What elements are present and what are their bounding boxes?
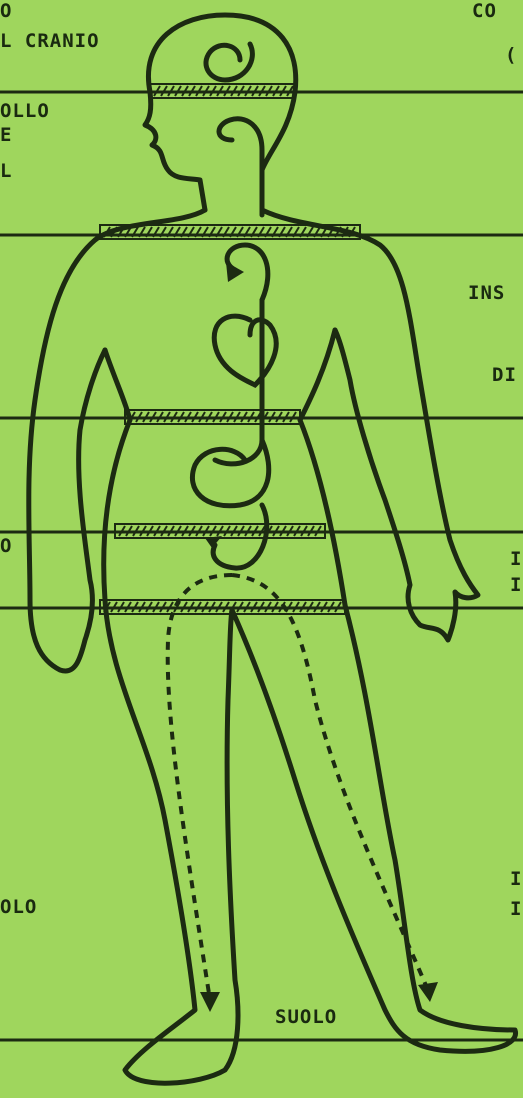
label-right-low-1: I xyxy=(510,868,522,890)
label-top-right-2: ( xyxy=(505,44,517,66)
arrowhead-right-foot xyxy=(418,982,438,1002)
label-ins: INS xyxy=(468,282,505,304)
energy-flow xyxy=(192,44,276,568)
label-cranio: L CRANIO xyxy=(0,30,100,52)
right-torso-side xyxy=(300,330,345,605)
face-profile xyxy=(145,92,205,210)
label-right-mid-2: I xyxy=(510,574,522,596)
left-leg-outline xyxy=(105,600,238,1083)
label-right-mid-1: I xyxy=(510,548,522,570)
label-top-right: CO xyxy=(472,0,497,22)
label-collo-line3: L xyxy=(0,160,12,182)
neck-spiral xyxy=(219,119,262,215)
label-top-left: O xyxy=(0,0,12,22)
arrowhead-left-foot xyxy=(200,992,220,1012)
label-collo-line2: E xyxy=(0,124,12,146)
label-right-low-2: I xyxy=(510,898,522,920)
label-left-low: OLO xyxy=(0,896,37,918)
dashed-path-left-leg xyxy=(168,575,232,1000)
level-lines xyxy=(0,92,523,1040)
hatched-bands xyxy=(100,84,360,614)
arrowhead-chest xyxy=(226,262,244,282)
right-leg-outline xyxy=(232,605,516,1051)
label-left-mid: O xyxy=(0,535,12,557)
head-spiral xyxy=(206,44,252,80)
label-suolo: SUOLO xyxy=(275,1006,337,1028)
dashed-path-right-leg xyxy=(232,575,430,995)
label-di: DI xyxy=(492,364,517,386)
label-collo: OLLO xyxy=(0,100,50,122)
left-torso-side xyxy=(104,350,130,600)
body-outline xyxy=(29,15,516,1083)
heart-shape xyxy=(214,316,276,385)
